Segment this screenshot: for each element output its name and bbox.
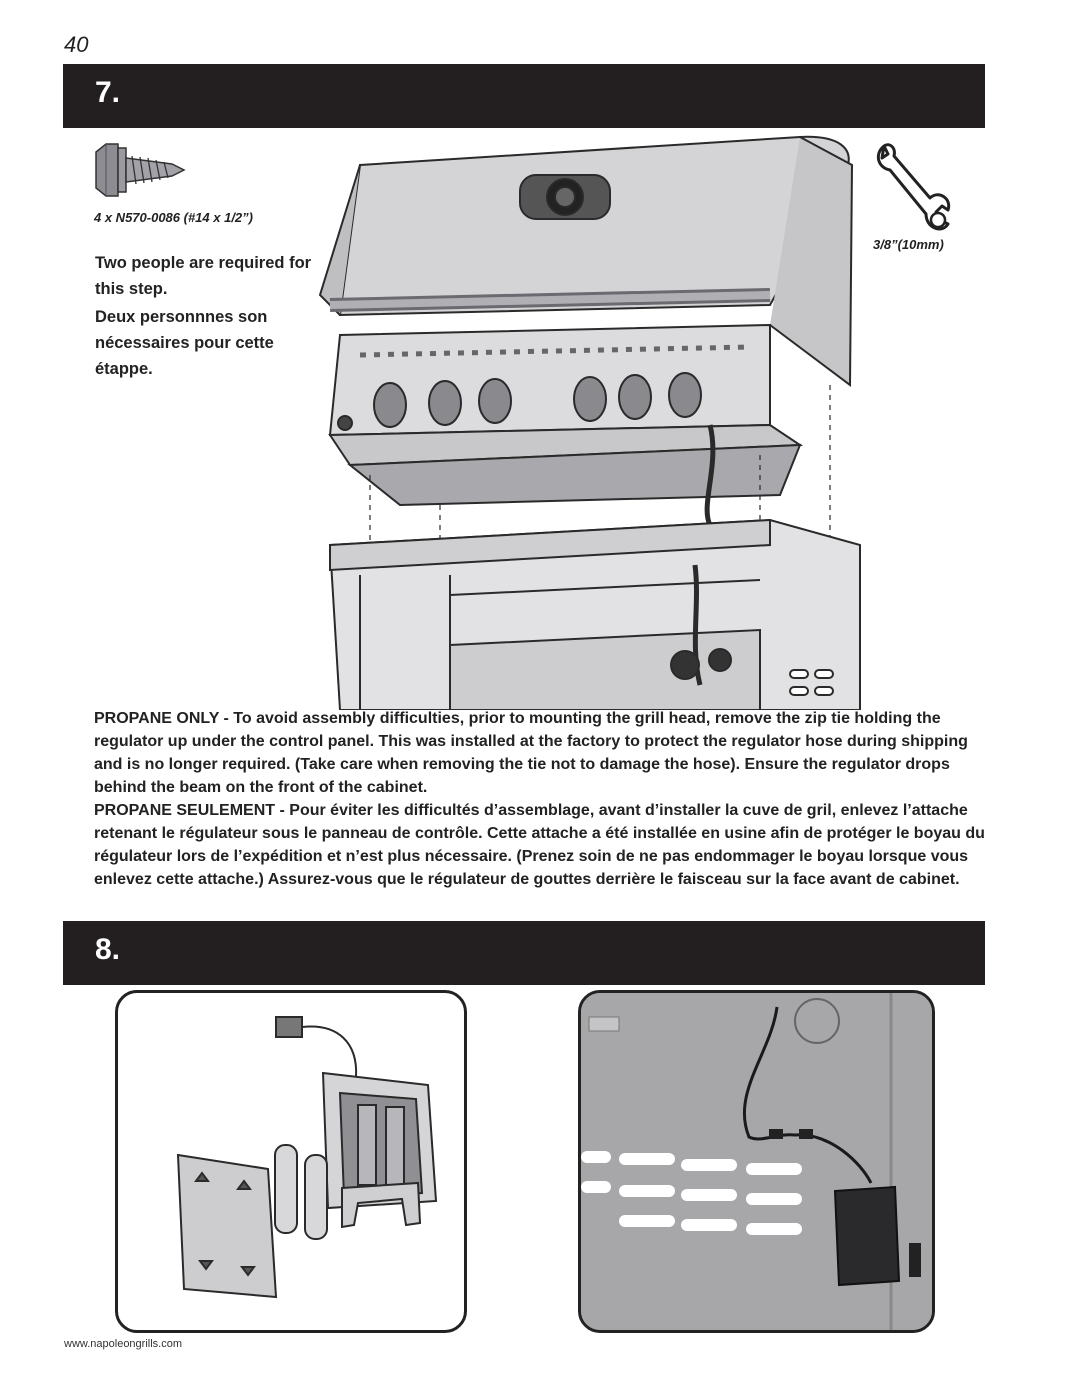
wrench-image — [876, 143, 951, 231]
battery-box-panel — [115, 990, 467, 1333]
step-7-label: 7. — [95, 76, 121, 109]
people-required-fr: Deux personnnes son nécessaires pour cet… — [95, 308, 274, 378]
wrench-caption: 3/8”(10mm) — [873, 237, 944, 252]
step-8-label: 8. — [95, 933, 121, 966]
grill-head-mounting-image — [318, 135, 861, 710]
people-required-en: Two people are required for this step. — [95, 254, 312, 298]
people-instructions: Two people are required for this step. D… — [95, 250, 320, 384]
step-7-header: 7. — [63, 64, 985, 128]
battery-installed-image — [581, 993, 932, 1330]
propane-note-en: PROPANE ONLY - To avoid assembly difficu… — [94, 707, 994, 799]
step-8-header: 8. — [63, 921, 985, 985]
page-number: 40 — [64, 32, 89, 57]
battery-box-image — [176, 1016, 438, 1299]
propane-note-fr-text: PROPANE SEULEMENT - Pour éviter les diff… — [94, 802, 985, 888]
propane-note-en-text: PROPANE ONLY - To avoid assembly difficu… — [94, 710, 968, 796]
footer-url: www.napoleongrills.com — [64, 1338, 182, 1350]
propane-note-fr: PROPANE SEULEMENT - Pour éviter les diff… — [94, 799, 994, 891]
screw-image — [95, 143, 186, 197]
battery-installed-panel — [578, 990, 935, 1333]
screw-caption: 4 x N570-0086 (#14 x 1/2”) — [94, 210, 253, 225]
